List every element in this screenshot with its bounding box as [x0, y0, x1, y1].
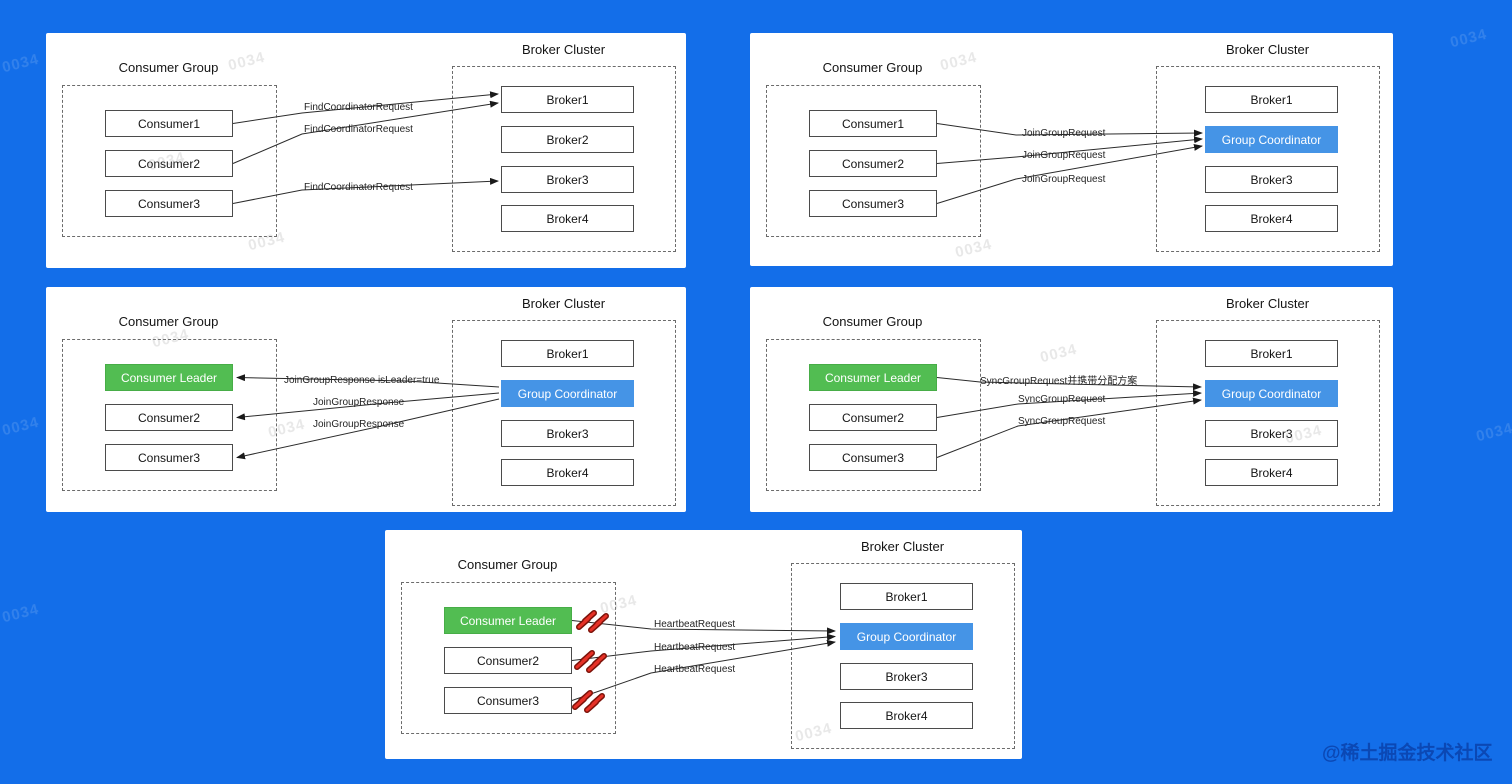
watermark-stamp: 0034 [0, 413, 41, 440]
message-label: JoinGroupResponse [313, 397, 405, 408]
consumer-node-2: Consumer2 [809, 404, 937, 431]
group-coordinator-node: Group Coordinator [1205, 380, 1338, 407]
consumer-group-box [401, 582, 616, 734]
panel-find-coordinator: Consumer Group Broker Cluster Consumer1 … [46, 33, 686, 268]
consumer-node-2: Consumer2 [444, 647, 572, 674]
consumer-group-box [62, 339, 277, 491]
broker-cluster-box [791, 563, 1015, 749]
consumer-node-1: Consumer1 [809, 110, 937, 137]
consumer-node-3: Consumer3 [444, 687, 572, 714]
message-label: HeartbeatRequest [654, 642, 736, 653]
consumer-group-box [62, 85, 277, 237]
message-arrows [236, 374, 500, 460]
panel-join-group-response: Consumer Group Broker Cluster Consumer L… [46, 287, 686, 512]
broker-node-1: Broker1 [501, 86, 634, 113]
consumer-node-2: Consumer2 [105, 404, 233, 431]
broker-node-1: Broker1 [501, 340, 634, 367]
lightning-icon [574, 650, 607, 673]
broker-node-4: Broker4 [1205, 459, 1338, 486]
panel-heartbeat: Consumer Group Broker Cluster Consumer L… [385, 530, 1022, 759]
message-label: FindCoordinatorRequest [304, 124, 413, 135]
broker-node-3: Broker3 [1205, 420, 1338, 447]
message-label: JoinGroupRequest [1022, 174, 1106, 185]
message-label: JoinGroupRequest [1022, 150, 1106, 161]
consumer-group-box [766, 85, 981, 237]
broker-node-3: Broker3 [840, 663, 973, 690]
broker-cluster-title: Broker Cluster [521, 42, 606, 57]
consumer-node-3: Consumer3 [105, 190, 233, 217]
broker-node-3: Broker3 [1205, 166, 1338, 193]
consumer-leader-node: Consumer Leader [809, 364, 937, 391]
group-coordinator-node: Group Coordinator [501, 380, 634, 407]
message-arrows [936, 123, 1203, 204]
broker-cluster-title: Broker Cluster [1225, 42, 1310, 57]
lightning-icon [576, 610, 609, 633]
broker-cluster-box [1156, 66, 1380, 252]
broker-cluster-title: Broker Cluster [1225, 296, 1310, 311]
message-label: JoinGroupRequest [1022, 128, 1106, 139]
broker-cluster-title: Broker Cluster [521, 296, 606, 311]
broker-node-4: Broker4 [501, 459, 634, 486]
watermark-stamp: 0034 [0, 50, 41, 77]
broker-node-1: Broker1 [1205, 340, 1338, 367]
message-label: FindCoordinatorRequest [304, 182, 413, 193]
message-label: SyncGroupRequest并携带分配方案 [980, 376, 1138, 387]
watermark-stamp: 0034 [0, 600, 41, 627]
broker-node-4: Broker4 [840, 702, 973, 729]
message-label: JoinGroupResponse isLeader=true [284, 375, 440, 386]
broker-node-2: Broker2 [501, 126, 634, 153]
message-label: HeartbeatRequest [654, 619, 736, 630]
message-arrows [232, 91, 499, 204]
broker-cluster-box [1156, 320, 1380, 506]
consumer-group-title: Consumer Group [822, 314, 923, 329]
broker-node-3: Broker3 [501, 166, 634, 193]
message-label: FindCoordinatorRequest [304, 102, 413, 113]
group-coordinator-node: Group Coordinator [1205, 126, 1338, 153]
watermark-stamp: 0034 [1448, 25, 1489, 52]
broker-cluster-box [452, 320, 676, 506]
consumer-node-2: Consumer2 [105, 150, 233, 177]
message-label: HeartbeatRequest [654, 664, 736, 675]
panel-join-group-request: Consumer Group Broker Cluster Consumer1 … [750, 33, 1393, 266]
site-watermark: @稀土掘金技术社区 [1322, 743, 1493, 764]
broker-node-4: Broker4 [1205, 205, 1338, 232]
message-arrows [936, 377, 1202, 458]
consumer-group-box [766, 339, 981, 491]
consumer-node-2: Consumer2 [809, 150, 937, 177]
consumer-group-title: Consumer Group [457, 557, 558, 572]
broker-cluster-box [452, 66, 676, 252]
consumer-group-title: Consumer Group [822, 60, 923, 75]
group-coordinator-node: Group Coordinator [840, 623, 973, 650]
consumer-leader-node: Consumer Leader [105, 364, 233, 391]
broker-node-1: Broker1 [840, 583, 973, 610]
consumer-node-1: Consumer1 [105, 110, 233, 137]
broker-node-4: Broker4 [501, 205, 634, 232]
watermark-stamp: 0034 [1474, 419, 1512, 446]
panel-sync-group-request: Consumer Group Broker Cluster Consumer L… [750, 287, 1393, 512]
consumer-node-3: Consumer3 [809, 190, 937, 217]
consumer-node-3: Consumer3 [809, 444, 937, 471]
consumer-group-title: Consumer Group [118, 60, 219, 75]
consumer-node-3: Consumer3 [105, 444, 233, 471]
consumer-leader-node: Consumer Leader [444, 607, 572, 634]
broker-node-3: Broker3 [501, 420, 634, 447]
message-label: JoinGroupResponse [313, 419, 405, 430]
message-label: SyncGroupRequest [1018, 416, 1106, 427]
consumer-group-title: Consumer Group [118, 314, 219, 329]
broker-cluster-title: Broker Cluster [860, 539, 945, 554]
broker-node-1: Broker1 [1205, 86, 1338, 113]
message-label: SyncGroupRequest [1018, 394, 1106, 405]
lightning-icon [572, 690, 605, 713]
